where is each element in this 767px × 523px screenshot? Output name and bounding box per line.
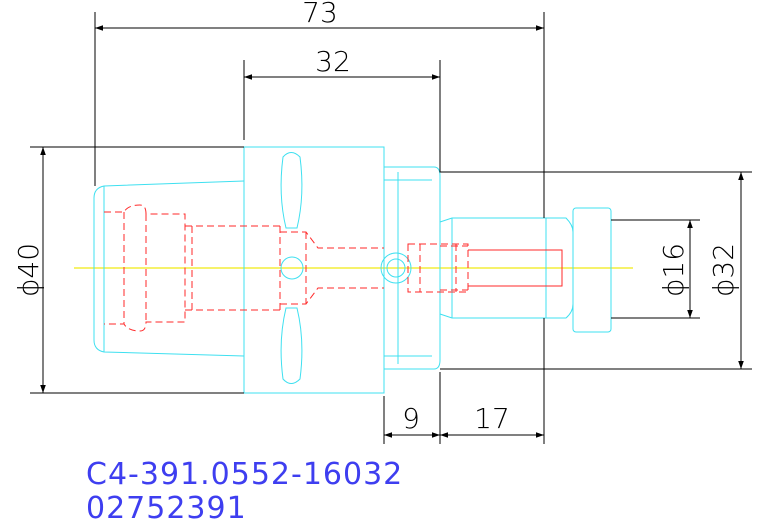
hidden-lines — [104, 204, 563, 332]
part-number: C4-391.0552-16032 — [86, 457, 403, 492]
end-flange — [572, 207, 612, 333]
locking-screw — [380, 252, 412, 284]
shoulder — [384, 166, 441, 370]
dim-shank-length: 17 — [474, 402, 510, 435]
item-code: 02752391 — [86, 491, 247, 523]
part-outline — [93, 146, 612, 394]
dim-body-length: 32 — [315, 45, 351, 78]
dim-diameter-bore: ϕ16 — [657, 243, 690, 297]
dimensioning: 73 32 ϕ40 ϕ16 ϕ32 9 17 — [12, 0, 752, 444]
dim-shoulder-width: 9 — [402, 402, 420, 435]
main-body — [243, 146, 385, 394]
collet-nose — [93, 180, 245, 357]
clamp-wedge-upper — [280, 152, 303, 229]
dim-overall-length: 73 — [302, 0, 338, 29]
dim-diameter-shank: ϕ32 — [707, 243, 740, 297]
dim-diameter-body: ϕ40 — [12, 243, 45, 297]
clamp-wedge-lower — [280, 307, 303, 384]
cross-hole — [280, 256, 304, 280]
